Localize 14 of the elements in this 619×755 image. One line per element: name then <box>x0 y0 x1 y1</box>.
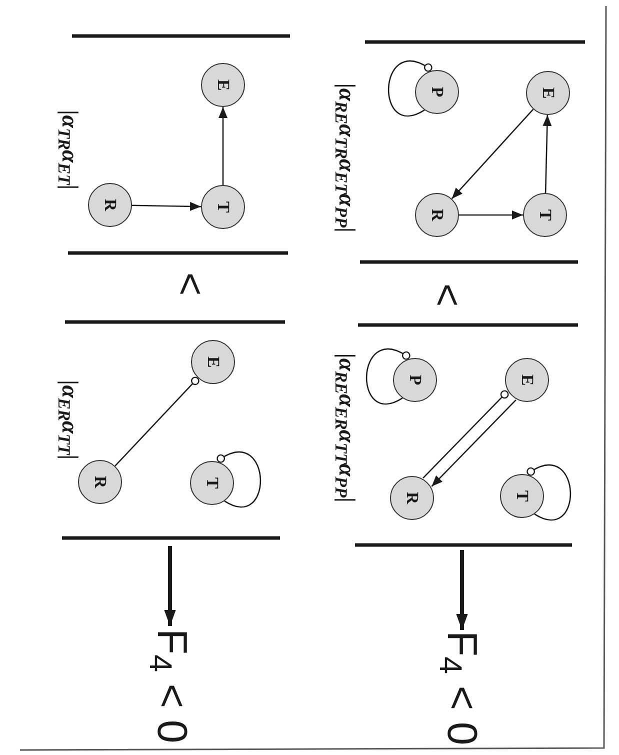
inequality-sign: < <box>170 272 210 296</box>
self-loop <box>526 464 572 520</box>
inhibition-line <box>422 390 509 478</box>
arrow <box>431 400 516 487</box>
inhibition-line <box>114 376 200 466</box>
arrow <box>132 202 202 211</box>
arrow <box>218 107 228 185</box>
arrow <box>542 114 552 194</box>
inequality-sign: < <box>427 283 467 307</box>
arrow <box>451 108 534 200</box>
arrow <box>459 210 523 220</box>
self-loop <box>366 348 410 404</box>
self-loop <box>216 452 262 508</box>
self-loop <box>388 60 432 116</box>
